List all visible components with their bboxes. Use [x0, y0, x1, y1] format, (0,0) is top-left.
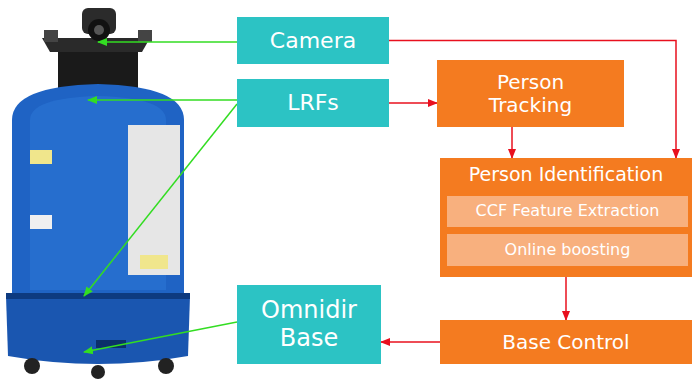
- subprocess-box: CCF Feature Extraction: [447, 196, 688, 227]
- small-camera: [138, 30, 152, 42]
- logo-plate: [140, 255, 168, 269]
- caster-wheel: [158, 358, 174, 374]
- leader-line: [84, 322, 237, 352]
- process-box: Person Tracking: [437, 60, 624, 127]
- caster-wheel: [91, 365, 105, 379]
- camera-lens: [88, 19, 110, 41]
- node-label: Base Control: [502, 331, 629, 354]
- component-box: Omnidir Base: [237, 285, 381, 364]
- flow-arrow: [511, 127, 513, 158]
- node-label: LRFs: [287, 90, 339, 115]
- logo-plate: [30, 215, 52, 229]
- caster-wheel: [24, 358, 40, 374]
- flow-arrow: [565, 277, 567, 320]
- process-box: Base Control: [440, 320, 692, 364]
- subprocess-box: Online boosting: [447, 234, 688, 266]
- node-label: Camera: [270, 28, 356, 53]
- leader-line: [84, 104, 237, 296]
- base-seam: [6, 293, 190, 299]
- flow-arrow: [389, 102, 437, 104]
- node-label: Person Identification: [469, 164, 663, 186]
- node-label: Omnidir Base: [247, 297, 372, 352]
- camera-lens-inner: [94, 25, 104, 35]
- robot-body: [12, 84, 184, 300]
- flow-arrow: [389, 41, 676, 159]
- component-box: LRFs: [237, 79, 389, 127]
- leader-line: [98, 41, 237, 43]
- component-box: Camera: [237, 17, 389, 64]
- side-panel: [128, 125, 180, 275]
- node-label: Online boosting: [505, 241, 631, 259]
- node-label: CCF Feature Extraction: [476, 202, 660, 220]
- node-label: Person Tracking: [473, 71, 588, 117]
- small-camera: [44, 30, 58, 42]
- omnidirectional-base: [6, 296, 190, 364]
- logo-plate: [30, 150, 52, 164]
- process-group: Person IdentificationCCF Feature Extract…: [440, 158, 692, 277]
- leader-line: [88, 99, 237, 101]
- flow-arrow: [381, 341, 440, 343]
